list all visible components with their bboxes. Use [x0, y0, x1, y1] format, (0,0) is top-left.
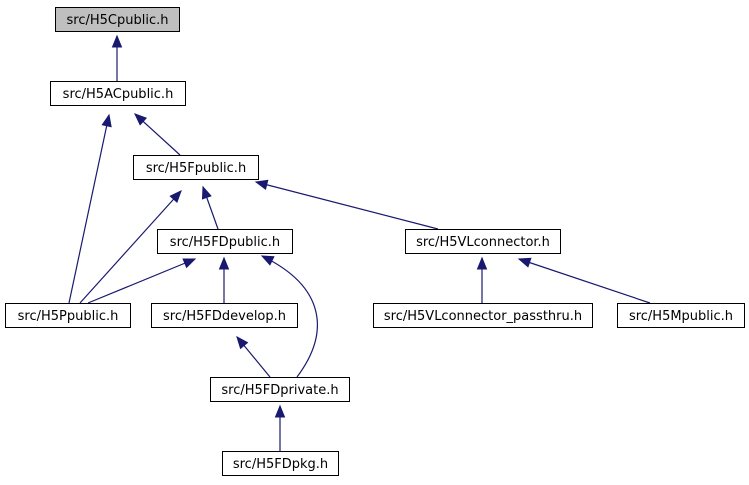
edge-arrowhead: [111, 34, 123, 48]
node-label: src/H5FDprivate.h: [221, 383, 338, 398]
node-label: src/H5ACpublic.h: [63, 87, 174, 102]
node-label: src/H5VLconnector_passthru.h: [384, 309, 582, 324]
edge-arrowhead: [182, 258, 197, 269]
node-h5c[interactable]: src/H5Cpublic.h: [55, 7, 180, 32]
node-box[interactable]: [133, 155, 259, 180]
edge-h5p-to-h5f: [79, 190, 182, 304]
node-h5fdpriv[interactable]: src/H5FDprivate.h: [210, 377, 350, 402]
edge-arrowhead: [236, 335, 249, 350]
node-box[interactable]: [405, 229, 561, 254]
node-h5vlpass[interactable]: src/H5VLconnector_passthru.h: [373, 303, 593, 328]
edge-arrowhead: [254, 179, 269, 190]
node-box[interactable]: [50, 81, 186, 106]
node-box[interactable]: [55, 7, 180, 32]
edge-h5vl-to-h5f: [254, 179, 439, 230]
node-box[interactable]: [222, 451, 339, 476]
node-label: src/H5FDpkg.h: [233, 457, 328, 472]
node-label: src/H5FDdevelop.h: [163, 309, 286, 324]
node-h5m[interactable]: src/H5Mpublic.h: [617, 303, 745, 328]
edge-arrowhead: [517, 257, 532, 268]
node-label: src/H5Mpublic.h: [629, 309, 733, 324]
edge-arrowhead: [260, 255, 275, 266]
edge-arrowhead: [201, 185, 212, 200]
node-h5vl[interactable]: src/H5VLconnector.h: [405, 229, 561, 254]
node-h5f[interactable]: src/H5Fpublic.h: [133, 155, 259, 180]
edge-line: [255, 181, 439, 230]
node-h5ac[interactable]: src/H5ACpublic.h: [50, 81, 186, 106]
node-box[interactable]: [210, 377, 350, 402]
node-box[interactable]: [5, 303, 131, 328]
edge-h5p-to-h5ac: [68, 113, 112, 304]
node-box[interactable]: [373, 303, 593, 328]
nodes-layer: src/H5Cpublic.h src/H5ACpublic.h src/H5Fpu…: [5, 7, 745, 476]
node-label: src/H5FDpublic.h: [170, 235, 280, 250]
node-label: src/H5Cpublic.h: [67, 13, 169, 28]
node-h5fdpkg[interactable]: src/H5FDpkg.h: [222, 451, 339, 476]
edge-arrowhead: [476, 256, 488, 270]
edge-h5m-to-h5vl: [517, 257, 651, 304]
edge-arrowhead: [134, 113, 148, 126]
edge-h5fdpriv-to-h5fddev: [236, 335, 271, 378]
edge-line: [79, 190, 182, 304]
edge-arrowhead: [274, 404, 286, 418]
edges-layer: [68, 34, 651, 451]
edge-h5vlpass-to-h5vl: [476, 256, 488, 303]
node-box[interactable]: [617, 303, 745, 328]
node-label: src/H5Ppublic.h: [18, 309, 119, 324]
node-box[interactable]: [157, 229, 293, 254]
edge-h5fdpkg-to-h5fdpriv: [274, 404, 286, 451]
edge-line: [68, 114, 110, 304]
edge-arrowhead: [218, 256, 230, 270]
edge-h5p-to-h5fd: [87, 258, 197, 304]
edge-line: [261, 255, 318, 378]
edge-h5fddev-to-h5fd: [218, 256, 230, 303]
edge-h5ac-to-h5c: [111, 34, 123, 81]
edge-h5fdpriv-to-h5fd: [260, 255, 318, 378]
edge-h5f-to-h5ac: [134, 113, 181, 156]
node-label: src/H5VLconnector.h: [416, 235, 550, 250]
node-h5p[interactable]: src/H5Ppublic.h: [5, 303, 131, 328]
edge-arrowhead: [101, 113, 112, 128]
edge-h5fd-to-h5f: [201, 185, 219, 230]
edge-arrowhead: [169, 190, 182, 204]
node-h5fd[interactable]: src/H5FDpublic.h: [157, 229, 293, 254]
edge-line: [518, 258, 651, 304]
edge-line: [87, 258, 196, 304]
node-label: src/H5Fpublic.h: [146, 161, 246, 176]
node-box[interactable]: [151, 303, 298, 328]
node-h5fddev[interactable]: src/H5FDdevelop.h: [151, 303, 298, 328]
